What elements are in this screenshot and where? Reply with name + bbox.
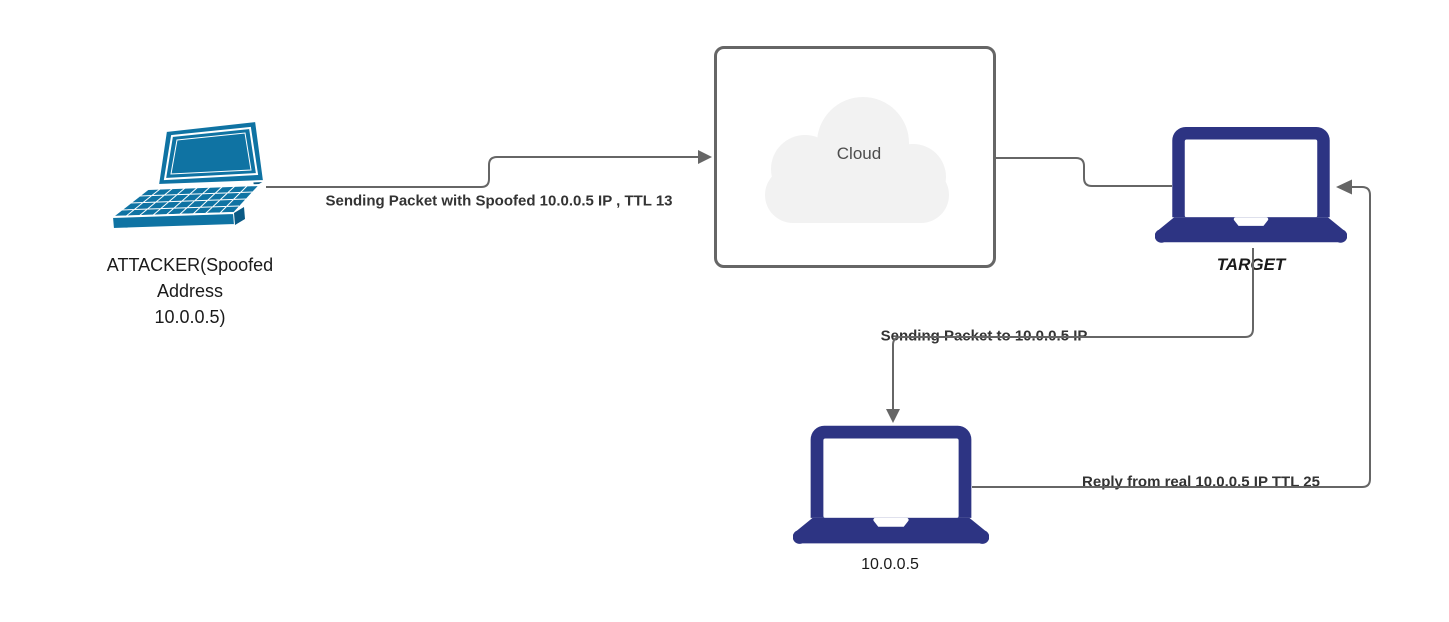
edge-attacker-to-cloud (266, 150, 712, 188)
attacker-laptop-icon (104, 119, 268, 231)
attacker-label: ATTACKER(Spoofed Address 10.0.0.5) (106, 255, 274, 327)
target-label: TARGET (1216, 255, 1286, 274)
cloud-container-box: Cloud (714, 46, 996, 268)
real-host-laptop-icon (793, 425, 989, 549)
cloud-icon (765, 97, 949, 223)
cloud-label: Cloud (836, 144, 882, 163)
real-host-label: 10.0.0.5 (861, 556, 919, 573)
edge-cloud-to-target (996, 157, 1172, 187)
edge-label-real-host-to-target: Reply from real 10.0.0.5 IP TTL 25 (1082, 473, 1320, 491)
edge-label-target-to-real-host: Sending Packet to 10.0.0.5 IP (880, 327, 1088, 345)
edge-label-attacker-to-cloud: Sending Packet with Spoofed 10.0.0.5 IP … (325, 192, 673, 210)
target-laptop-icon (1155, 126, 1347, 248)
